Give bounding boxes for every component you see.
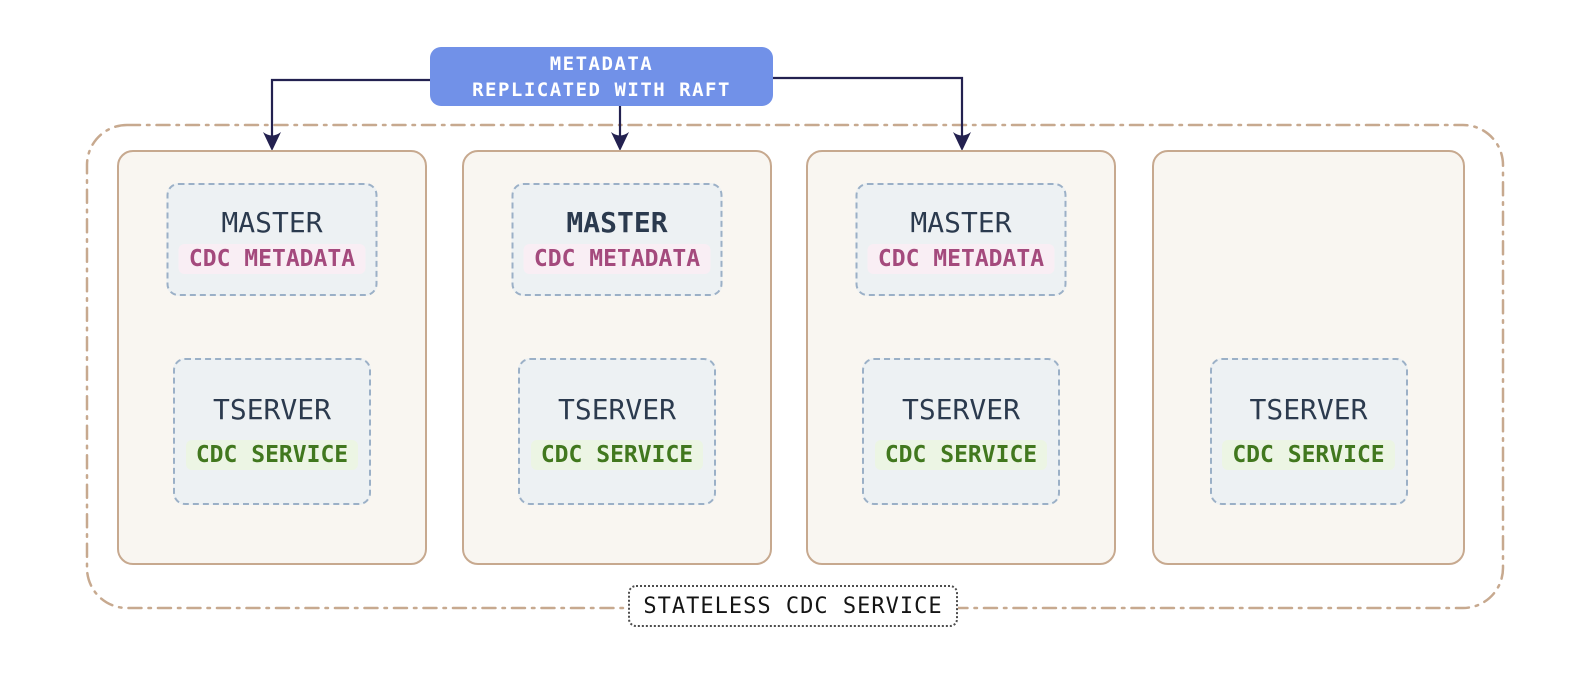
- tserver-label: TSERVER: [901, 393, 1020, 426]
- arrowhead-node-1: [263, 132, 281, 151]
- metadata-raft-box: METADATA REPLICATED WITH RAFT: [430, 47, 773, 106]
- metadata-raft-line1: METADATA: [549, 52, 654, 75]
- cdc-metadata-badge: CDC METADATA: [178, 243, 366, 274]
- cdc-metadata-badge: CDC METADATA: [523, 243, 711, 274]
- stateless-cdc-service-label: STATELESS CDC SERVICE: [628, 585, 958, 627]
- tserver-box: TSERVER CDC SERVICE: [173, 358, 371, 505]
- raft-connector-arrowheads: [263, 132, 971, 151]
- arrowhead-node-3: [953, 132, 971, 151]
- node-1: MASTER CDC METADATA TSERVER CDC SERVICE: [117, 150, 427, 565]
- master-box: MASTER CDC METADATA: [855, 183, 1067, 296]
- cdc-metadata-badge: CDC METADATA: [867, 243, 1055, 274]
- node-3: MASTER CDC METADATA TSERVER CDC SERVICE: [806, 150, 1116, 565]
- master-label: MASTER: [910, 205, 1012, 239]
- tserver-label: TSERVER: [1249, 393, 1368, 426]
- cdc-service-badge: CDC SERVICE: [874, 440, 1048, 470]
- cdc-service-badge: CDC SERVICE: [530, 440, 704, 470]
- tserver-label: TSERVER: [212, 393, 331, 426]
- cdc-service-badge: CDC SERVICE: [185, 440, 359, 470]
- master-label: MASTER: [221, 205, 323, 239]
- node-4: TSERVER CDC SERVICE: [1152, 150, 1465, 565]
- raft-connectors: [270, 76, 964, 136]
- cdc-service-badge: CDC SERVICE: [1222, 440, 1395, 470]
- tserver-label: TSERVER: [557, 393, 676, 426]
- stateless-cdc-service-boundary: [85, 123, 1505, 610]
- tserver-box: TSERVER CDC SERVICE: [518, 358, 716, 505]
- node-2: MASTER CDC METADATA TSERVER CDC SERVICE: [462, 150, 772, 565]
- master-leader-label: MASTER: [566, 205, 668, 239]
- raft-connector-to-node-3: [773, 76, 964, 136]
- master-box: MASTER CDC METADATA: [511, 183, 723, 296]
- raft-connector-to-node-1: [270, 78, 430, 136]
- arrowhead-node-2: [611, 132, 629, 151]
- master-box: MASTER CDC METADATA: [166, 183, 378, 296]
- tserver-box: TSERVER CDC SERVICE: [862, 358, 1060, 505]
- tserver-box: TSERVER CDC SERVICE: [1209, 358, 1408, 505]
- metadata-raft-line2: REPLICATED WITH RAFT: [472, 78, 731, 101]
